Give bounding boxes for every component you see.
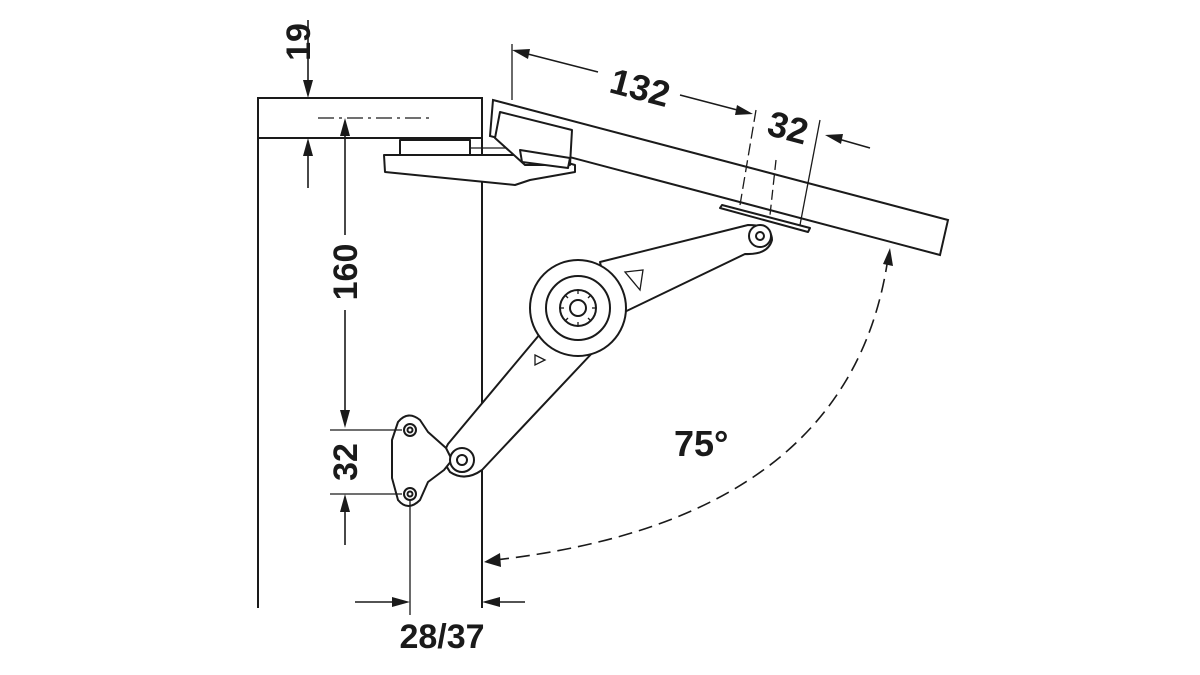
dim-28-37-label: 28/37 (399, 618, 484, 656)
dim-132-label: 132 (606, 60, 675, 115)
opening-angle-label: 75° (674, 423, 728, 464)
dim-lid-hole-spacing: 32 (763, 103, 871, 226)
dim-side-offset: 28/37 (355, 500, 525, 656)
upper-arm-marker (623, 269, 644, 292)
opened-lid (488, 98, 950, 257)
opening-angle-arc: 75° (484, 248, 893, 567)
upper-pivot-pin (755, 231, 765, 241)
dim-160-label: 160 (327, 244, 365, 301)
spring-housing (529, 259, 627, 357)
dim-vertical-offset: 160 (327, 118, 365, 428)
lower-pivot-pin (456, 454, 468, 466)
dim-bracket-hole-spacing: 32 (327, 429, 402, 545)
dim-19-label: 19 (280, 23, 318, 61)
cabinet-side-panel (257, 138, 483, 608)
lower-arm-marker (534, 353, 547, 367)
dim-32-bracket-label: 32 (327, 443, 365, 481)
dim-32-lid-label: 32 (763, 103, 812, 153)
lid-mounting-plate (719, 204, 811, 233)
dim-top-thickness: 19 (280, 20, 318, 188)
side-bracket (391, 414, 475, 507)
